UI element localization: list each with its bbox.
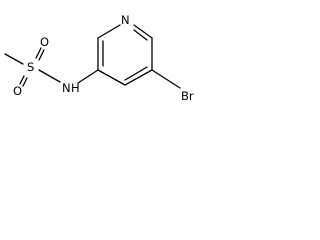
atom-amide-hydrogen: H <box>71 81 80 95</box>
chemical-structure: S O O N H N Br <box>4 13 194 103</box>
ring-bond-n1-c6 <box>133 24 153 39</box>
ring-bond-c2-n1 <box>97 24 121 39</box>
bond-sulfur-oxygen-top-b <box>38 49 45 61</box>
ring-bond-c5-c4 <box>124 69 153 86</box>
bond-sulfur-nitrogen <box>38 69 61 83</box>
ring-bond-c4-c3 <box>97 69 126 86</box>
atom-bromine: Br <box>181 89 194 103</box>
bond-sulfur-oxygen-top-a <box>35 47 42 59</box>
bond-sulfur-oxygen-bottom-a <box>19 75 25 85</box>
bond-nitrogen-ring <box>77 69 99 84</box>
bond-methyl-sulfur <box>4 53 24 65</box>
bond-ring-bromine <box>151 69 181 89</box>
atom-amide-nitrogen: N <box>62 81 71 95</box>
atom-oxygen-bottom: O <box>13 84 22 98</box>
atom-sulfur: S <box>27 60 34 74</box>
ring-double-inner-top <box>133 29 148 41</box>
bond-sulfur-oxygen-bottom-b <box>22 77 28 87</box>
atom-oxygen-top: O <box>40 35 49 49</box>
atom-ring-nitrogen: N <box>121 13 130 27</box>
ring-double-inner-bottom <box>124 66 148 81</box>
